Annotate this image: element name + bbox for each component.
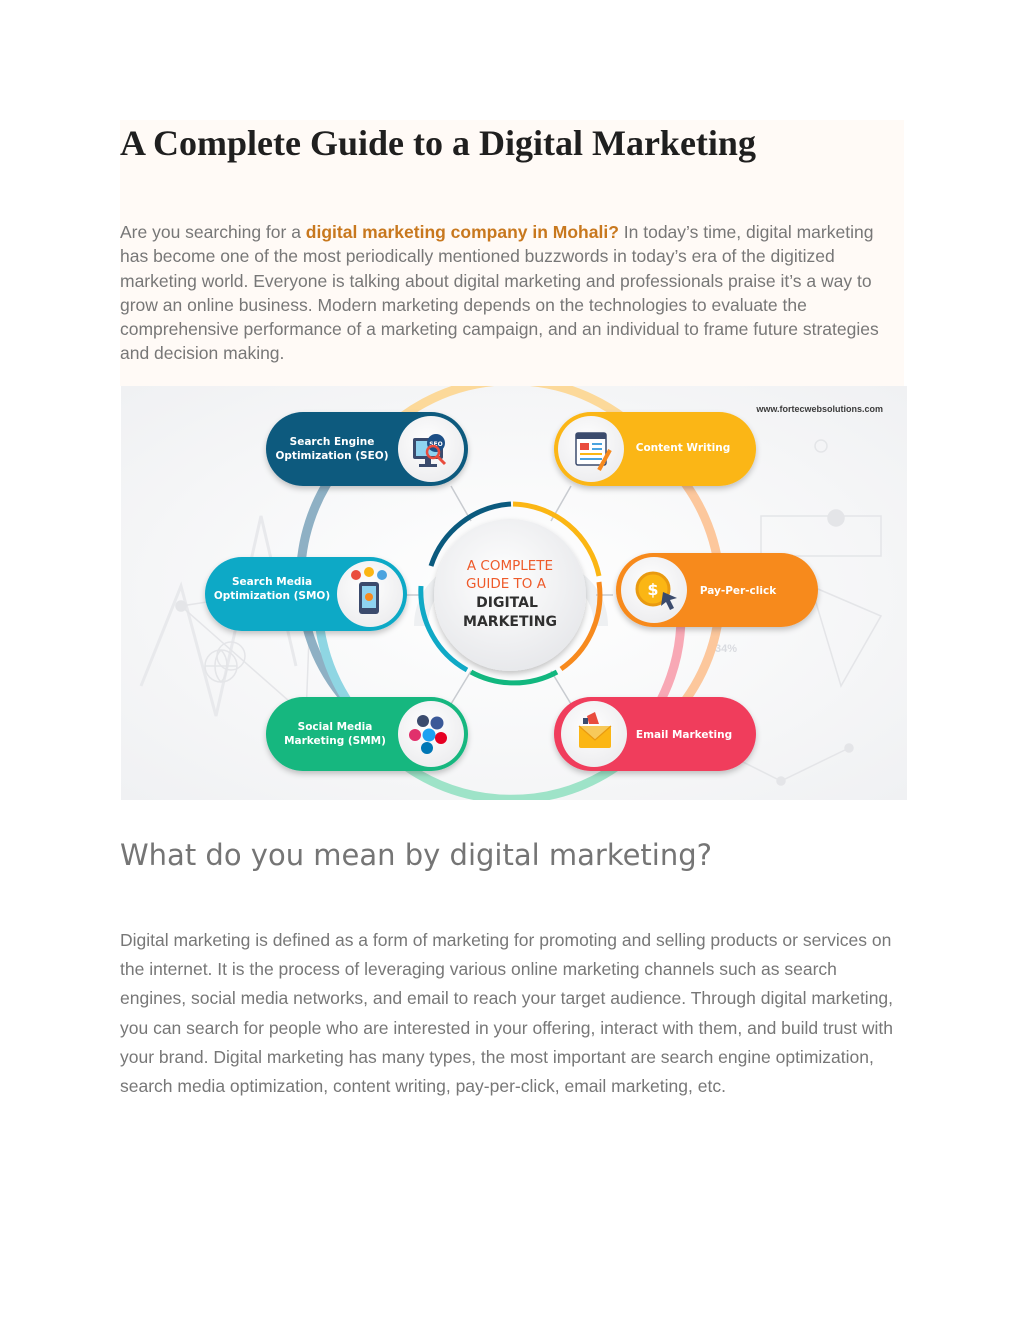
- seo-label-line1: Search Engine: [290, 436, 375, 448]
- ppc-coin-icon: $: [635, 571, 677, 610]
- center-title-line1: A COMPLETE: [467, 558, 553, 574]
- background-percentage: 34%: [715, 643, 737, 655]
- website-watermark: www.fortecwebsolutions.com: [755, 404, 883, 414]
- smo-label-line1: Search Media: [232, 576, 312, 588]
- email-envelope-icon: [578, 712, 612, 748]
- content-writing-pill: Content Writing: [554, 412, 756, 486]
- email-marketing-pill: Email Marketing: [554, 697, 756, 771]
- center-title-line3: DIGITAL: [476, 595, 538, 611]
- intro-text-rest: In today’s time, digital marketing has b…: [120, 222, 879, 364]
- smo-phone-icon: [351, 567, 387, 614]
- social-icons-cluster: [409, 715, 447, 754]
- center-title-line4: MARKETING: [463, 614, 557, 630]
- seo-badge-text: SEO: [429, 441, 443, 448]
- smo-label-line2: Optimization (SMO): [214, 590, 330, 602]
- digital-marketing-infographic: 34% www.fortecwebsolutions.com A COMPLET…: [121, 386, 907, 800]
- section-body-paragraph: Digital marketing is defined as a form o…: [120, 930, 894, 1097]
- ppc-pill: Pay-Per-click $: [616, 553, 818, 627]
- intro-question-mark: ?: [608, 222, 619, 242]
- center-circle: [434, 519, 586, 671]
- email-marketing-label: Email Marketing: [636, 729, 732, 741]
- intro-text-start: Are you searching for a: [120, 222, 306, 242]
- ppc-label: Pay-Per-click: [700, 585, 777, 597]
- smo-pill: Search Media Optimization (SMO): [205, 557, 407, 631]
- seo-monitor-icon: SEO: [413, 434, 447, 467]
- center-title-line2: GUIDE TO A: [466, 576, 547, 592]
- svg-text:$: $: [647, 580, 658, 599]
- smm-label-line1: Social Media: [298, 721, 373, 733]
- seo-pill: Search Engine Optimization (SEO) SEO: [266, 412, 468, 486]
- smm-pill: Social Media Marketing (SMM): [266, 697, 468, 771]
- digital-marketing-company-link[interactable]: digital marketing company in Mohali: [305, 222, 609, 242]
- content-writing-label: Content Writing: [636, 442, 730, 454]
- center-ring: [418, 501, 603, 686]
- intro-paragraph: Are you searching for a digital marketin…: [120, 220, 898, 366]
- intro-panel-background: [120, 120, 904, 386]
- page-title: A Complete Guide to a Digital Marketing: [120, 123, 756, 163]
- content-document-icon: [575, 432, 612, 471]
- smm-label-line2: Marketing (SMM): [284, 735, 386, 747]
- section-heading: What do you mean by digital marketing?: [120, 838, 713, 872]
- seo-label-line2: Optimization (SEO): [275, 450, 388, 462]
